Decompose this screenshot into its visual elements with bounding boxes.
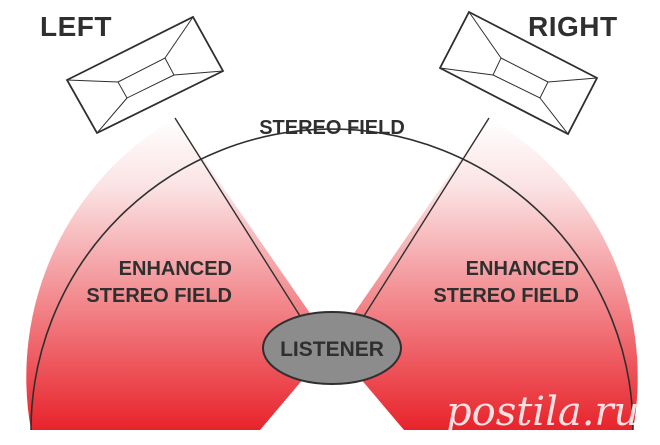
left-divider-line	[174, 117, 313, 336]
listener-ellipse	[262, 311, 402, 385]
enhanced-field-right-wedge	[332, 118, 638, 430]
stereo-field-arc	[30, 128, 634, 431]
stereo-field-label: STEREO FIELD	[259, 117, 405, 139]
watermark-text: postila.ru	[446, 389, 639, 435]
enhanced-left-label-line2: STEREO FIELD	[86, 285, 232, 307]
right-divider-line	[351, 117, 490, 336]
enhanced-field-left-wedge	[26, 118, 333, 430]
enhanced-right-label-line2: STEREO FIELD	[433, 285, 579, 307]
right-speaker-label: RIGHT	[528, 11, 618, 42]
enhanced-left-label-line1: ENHANCED	[119, 258, 232, 280]
left-speaker-label: LEFT	[40, 11, 112, 42]
listener-label: LISTENER	[280, 338, 384, 361]
left-speaker-icon	[65, 15, 225, 135]
enhanced-right-label-line1: ENHANCED	[466, 258, 579, 280]
right-speaker-icon	[438, 10, 599, 136]
